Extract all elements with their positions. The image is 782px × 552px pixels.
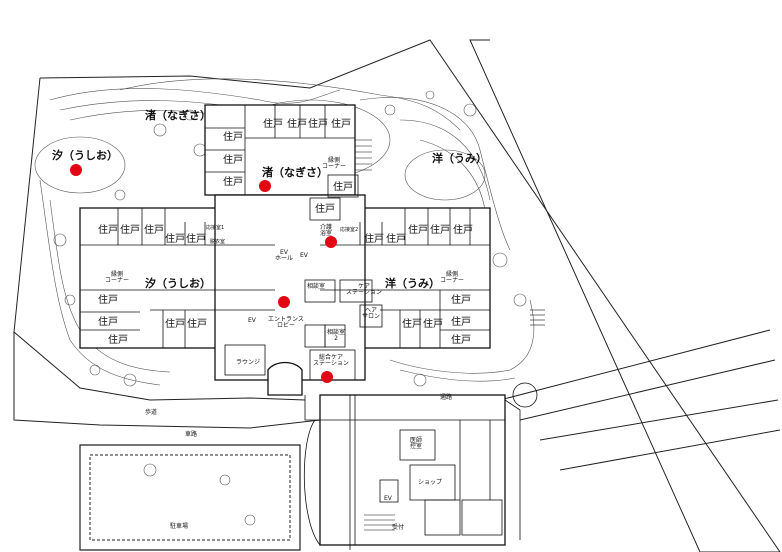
room-reception: 受付 — [392, 524, 405, 531]
label-parking: 駐車場 — [170, 523, 189, 530]
unit-label: 住戸 — [386, 234, 406, 245]
zone-umi-north: 洋（うみ） — [432, 152, 487, 165]
marker-ushio-garden[interactable] — [70, 164, 82, 176]
zone-ushio-north: 汐（うしお） — [52, 149, 118, 162]
room-care-station-2: ケア ステーション — [346, 283, 382, 296]
unit-label: 住戸 — [451, 317, 471, 328]
unit-label: 住戸 — [451, 335, 471, 346]
unit-label: 住戸 — [430, 225, 450, 236]
unit-label: 住戸 — [315, 204, 335, 215]
unit-label: 住戸 — [287, 119, 307, 130]
room-consult: 相談室 — [307, 283, 326, 290]
zone-nagisa-center: 渚（なぎさ） — [262, 166, 328, 179]
unit-label: 住戸 — [333, 182, 353, 193]
driveway — [303, 382, 538, 550]
room-engawa-nagisa: 縁側 コーナー — [322, 157, 347, 170]
room-meeting-2: 応接室2 — [340, 227, 359, 233]
marker-care-station[interactable] — [321, 371, 333, 383]
room-lounge: ラウンジ — [236, 359, 261, 366]
unit-label: 住戸 — [223, 155, 243, 166]
unit-label: 住戸 — [453, 225, 473, 236]
unit-label: 住戸 — [423, 319, 443, 330]
unit-label: 住戸 — [402, 319, 422, 330]
unit-label: 住戸 — [223, 177, 243, 188]
room-ev-south: EV — [384, 495, 392, 502]
marker-care-bath[interactable] — [325, 236, 337, 248]
room-clinic: 医師 控室 — [410, 437, 423, 450]
room-ev-north: EV — [300, 252, 308, 259]
room-salon: ヘア サロン — [362, 307, 381, 320]
unit-label: 住戸 — [120, 225, 140, 236]
room-engawa-ushio: 縁側 コーナー — [105, 271, 130, 284]
unit-label: 住戸 — [98, 295, 118, 306]
unit-label: 住戸 — [364, 234, 384, 245]
zone-umi-center: 洋（うみ） — [385, 277, 440, 290]
room-meeting-1: 応接室1 — [206, 225, 225, 231]
unit-label: 住戸 — [98, 225, 118, 236]
unit-label: 住戸 — [187, 319, 207, 330]
zone-ushio-center: 汐（うしお） — [145, 277, 211, 290]
unit-label: 住戸 — [451, 295, 471, 306]
site-boundary — [13, 39, 781, 552]
room-shop: ショップ — [418, 479, 443, 486]
room-care-station: 総合ケア ステーション — [313, 354, 349, 367]
unit-label: 住戸 — [98, 317, 118, 328]
unit-label: 住戸 — [144, 225, 164, 236]
zone-nagisa-north: 渚（なぎさ） — [145, 109, 211, 122]
room-engawa-umi: 縁側 コーナー — [440, 271, 465, 284]
unit-label: 住戸 — [263, 119, 283, 130]
room-ev-hall: EV ホール — [275, 249, 294, 262]
marker-nagisa-hall[interactable] — [259, 180, 271, 192]
stairs — [355, 139, 545, 531]
room-care-bath: 介護 浴室 — [320, 224, 333, 237]
label-road: 車路 — [185, 431, 198, 438]
unit-label: 住戸 — [308, 119, 328, 130]
label-sidewalk: 歩道 — [145, 409, 158, 416]
marker-entrance-lobby[interactable] — [278, 296, 290, 308]
unit-label: 住戸 — [223, 132, 243, 143]
garden-planting — [34, 78, 535, 526]
room-entrance-lobby: エントランス ロビー — [268, 316, 304, 329]
room-ev-west: EV — [248, 317, 256, 324]
room-changing: 脱衣室 — [210, 239, 226, 245]
room-consult-2: 相談室 2 — [327, 329, 346, 342]
unit-label: 住戸 — [108, 335, 128, 346]
unit-label: 住戸 — [165, 319, 185, 330]
unit-label: 住戸 — [186, 234, 206, 245]
unit-label: 住戸 — [331, 119, 351, 130]
label-passage: 通路 — [440, 394, 453, 401]
unit-label: 住戸 — [408, 225, 428, 236]
unit-grid — [80, 105, 505, 545]
unit-label: 住戸 — [165, 234, 185, 245]
